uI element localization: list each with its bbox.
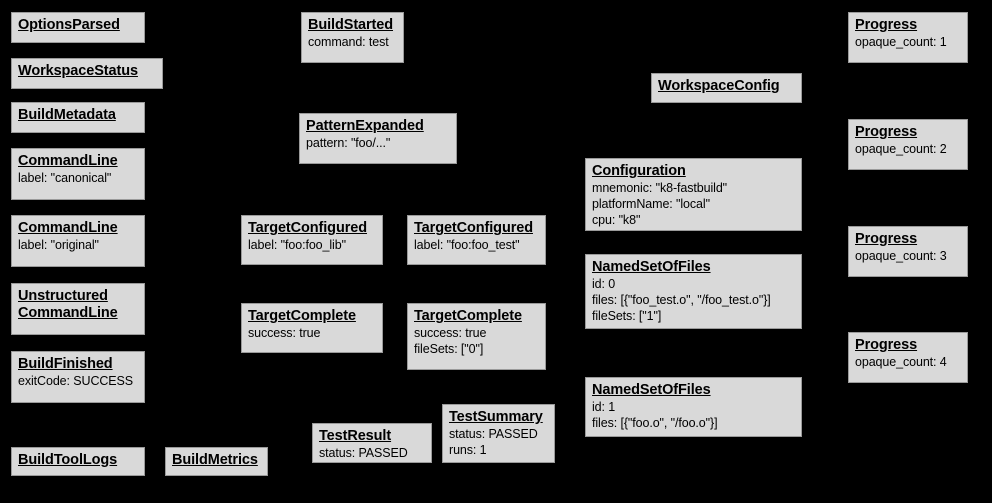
event-node-test-summary[interactable]: TestSummary status: PASSED runs: 1 [442, 404, 555, 463]
event-node-command-line-original[interactable]: CommandLine label: "original" [11, 215, 145, 267]
event-node-title: TargetConfigured [414, 220, 533, 236]
event-node-fields: status: PASSED runs: 1 [449, 427, 538, 457]
event-node-title: TargetConfigured [248, 220, 367, 236]
event-node-build-metrics[interactable]: BuildMetrics [165, 447, 268, 476]
event-node-title: BuildMetadata [18, 107, 116, 123]
event-node-title: PatternExpanded [306, 118, 424, 134]
event-node-title: WorkspaceConfig [658, 78, 780, 94]
event-node-build-started[interactable]: BuildStarted command: test [301, 12, 404, 63]
event-node-title: OptionsParsed [18, 17, 120, 33]
event-node-fields: mnemonic: "k8-fastbuild" platformName: "… [592, 181, 728, 227]
event-node-title: BuildMetrics [172, 452, 258, 468]
event-node-title: Configuration [592, 163, 686, 179]
event-node-test-result[interactable]: TestResult status: PASSED [312, 423, 432, 463]
event-node-fields: label: "foo:foo_test" [414, 238, 520, 252]
event-node-progress-4[interactable]: Progress opaque_count: 4 [848, 332, 968, 383]
event-node-command-line-canonical[interactable]: CommandLine label: "canonical" [11, 148, 145, 200]
event-node-title: TargetComplete [248, 308, 356, 324]
event-node-fields: id: 0 files: [{"foo_test.o", "/foo_test.… [592, 277, 771, 323]
event-node-title: Progress [855, 124, 918, 140]
event-node-unstructured-command-line[interactable]: Unstructured CommandLine [11, 283, 145, 335]
event-node-fields: label: "foo:foo_lib" [248, 238, 346, 252]
event-node-workspace-config[interactable]: WorkspaceConfig [651, 73, 802, 103]
event-node-pattern-expanded[interactable]: PatternExpanded pattern: "foo/..." [299, 113, 457, 164]
event-node-fields: opaque_count: 1 [855, 35, 947, 49]
event-node-title: NamedSetOfFiles [592, 259, 711, 275]
event-node-progress-2[interactable]: Progress opaque_count: 2 [848, 119, 968, 170]
event-node-fields: pattern: "foo/..." [306, 136, 391, 150]
event-node-progress-1[interactable]: Progress opaque_count: 1 [848, 12, 968, 63]
event-node-fields: exitCode: SUCCESS [18, 374, 134, 388]
event-node-target-complete-test[interactable]: TargetComplete success: true fileSets: ["… [407, 303, 546, 370]
event-node-named-set-of-files-1[interactable]: NamedSetOfFiles id: 1 files: [{"foo.o", "… [585, 377, 802, 437]
event-node-target-complete-lib[interactable]: TargetComplete success: true [241, 303, 383, 353]
event-node-fields: opaque_count: 4 [855, 355, 947, 369]
event-node-build-finished[interactable]: BuildFinished exitCode: SUCCESS [11, 351, 145, 403]
event-node-options-parsed[interactable]: OptionsParsed [11, 12, 145, 43]
event-node-fields: label: "original" [18, 238, 99, 252]
event-node-progress-3[interactable]: Progress opaque_count: 3 [848, 226, 968, 277]
event-node-title: Progress [855, 17, 918, 33]
event-node-title: BuildToolLogs [18, 452, 118, 468]
event-node-fields: opaque_count: 2 [855, 142, 947, 156]
event-node-build-tool-logs[interactable]: BuildToolLogs [11, 447, 145, 476]
event-node-title: BuildStarted [308, 17, 394, 33]
event-node-title: CommandLine [18, 220, 118, 236]
event-node-title: Progress [855, 337, 918, 353]
event-node-fields: command: test [308, 35, 389, 49]
event-node-title: BuildFinished [18, 356, 113, 372]
event-node-fields: status: PASSED [319, 446, 408, 460]
event-node-fields: success: true [248, 326, 321, 340]
event-node-build-metadata[interactable]: BuildMetadata [11, 102, 145, 133]
event-node-workspace-status[interactable]: WorkspaceStatus [11, 58, 163, 89]
event-node-target-configured-foo-lib[interactable]: TargetConfigured label: "foo:foo_lib" [241, 215, 383, 265]
event-node-fields: opaque_count: 3 [855, 249, 947, 263]
event-node-title: TargetComplete [414, 308, 522, 324]
event-node-title: WorkspaceStatus [18, 63, 138, 79]
event-node-fields: label: "canonical" [18, 171, 112, 185]
event-node-title: CommandLine [18, 153, 118, 169]
event-node-title: Progress [855, 231, 918, 247]
event-node-fields: id: 1 files: [{"foo.o", "/foo.o"}] [592, 400, 718, 430]
event-node-title: Unstructured CommandLine [18, 288, 118, 321]
event-node-configuration[interactable]: Configuration mnemonic: "k8-fastbuild" pl… [585, 158, 802, 231]
event-node-fields: success: true fileSets: ["0"] [414, 326, 487, 356]
event-node-title: NamedSetOfFiles [592, 382, 711, 398]
event-node-named-set-of-files-0[interactable]: NamedSetOfFiles id: 0 files: [{"foo_test.… [585, 254, 802, 329]
event-node-title: TestSummary [449, 409, 543, 425]
event-node-title: TestResult [319, 428, 392, 444]
event-node-target-configured-foo-test[interactable]: TargetConfigured label: "foo:foo_test" [407, 215, 546, 265]
